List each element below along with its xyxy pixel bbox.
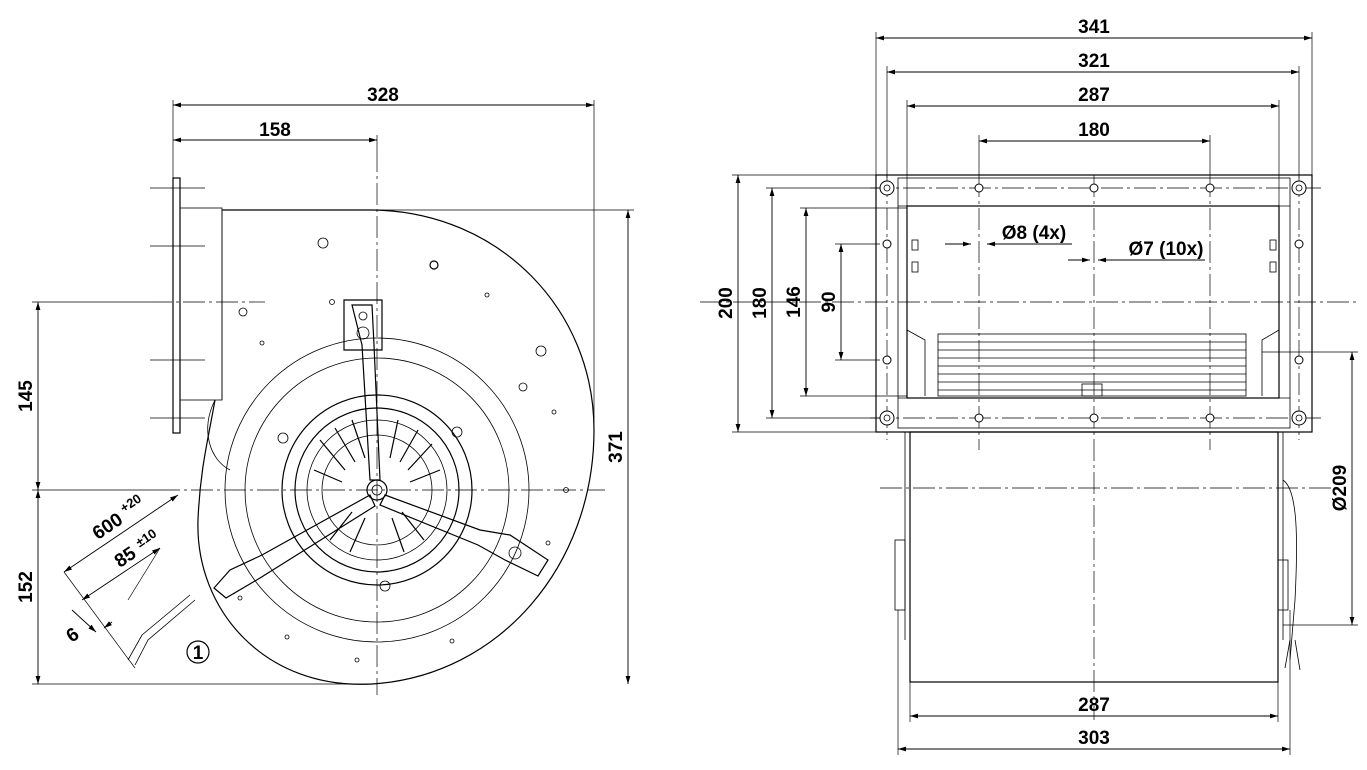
dim-145: 145	[16, 380, 37, 412]
dim-371: 371	[606, 431, 627, 463]
dim-152: 152	[16, 571, 37, 603]
cable	[207, 399, 231, 471]
front-view: 341 321 287 180 200 180 146 90	[700, 17, 1360, 755]
housing-body	[909, 431, 1279, 683]
dim-341: 341	[1078, 17, 1110, 38]
dim-90: 90	[819, 291, 840, 312]
support-arm-top	[351, 304, 381, 481]
dim-287-top: 287	[1078, 85, 1110, 106]
side-flange	[172, 177, 181, 434]
impeller-window	[937, 333, 1247, 397]
support-arm-left	[213, 494, 376, 599]
dim-6: 6	[63, 624, 84, 647]
hole-label-7: Ø7 (10x)	[1129, 239, 1204, 260]
dim-180-vertical: 180	[750, 287, 771, 319]
hole-label-8: Ø8 (4x)	[1002, 223, 1066, 244]
dim-d209: Ø209	[1330, 465, 1351, 511]
rotor-ribs	[313, 419, 441, 553]
dim-85: 85	[111, 543, 141, 572]
support-arm-right	[379, 494, 549, 577]
dim-303: 303	[1078, 728, 1110, 749]
dim-146: 146	[784, 286, 805, 318]
dim-180-horizontal: 180	[1078, 120, 1110, 141]
callout-circle	[186, 640, 210, 664]
flange-holes	[879, 180, 1307, 426]
side-view: 1 328 158 145 152 371 600 +20 85 ±10	[16, 85, 634, 695]
dim-321: 321	[1078, 51, 1110, 72]
dim-600: 600	[89, 509, 127, 544]
dim-200: 200	[716, 287, 737, 319]
callout-number: 1	[193, 643, 204, 664]
dim-85-tolerance: ±10	[133, 526, 159, 551]
dim-328: 328	[367, 85, 399, 106]
dim-158: 158	[259, 120, 291, 141]
dim-287-bottom: 287	[1078, 695, 1110, 716]
dim-600-tolerance: +20	[117, 491, 144, 516]
scroll-housing	[197, 209, 595, 685]
